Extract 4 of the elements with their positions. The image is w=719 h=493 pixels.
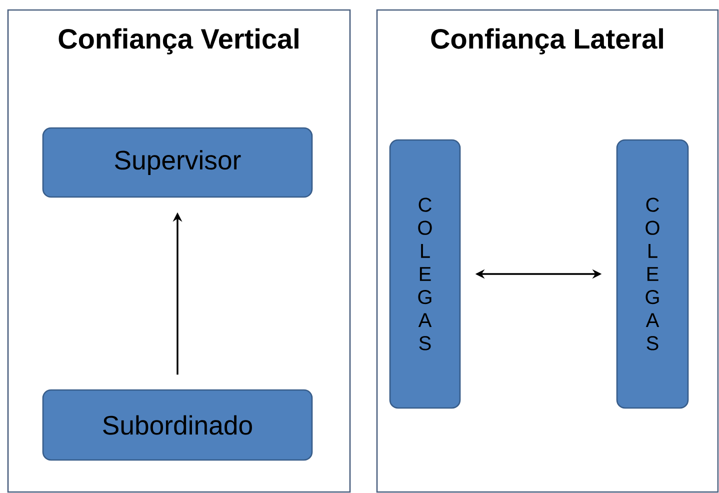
vertical-box: C O L E G A S bbox=[616, 139, 689, 409]
vertical-box: C O L E G A S bbox=[389, 139, 461, 409]
rounded-box: Subordinado bbox=[42, 389, 313, 461]
rounded-box: Supervisor bbox=[42, 127, 313, 198]
